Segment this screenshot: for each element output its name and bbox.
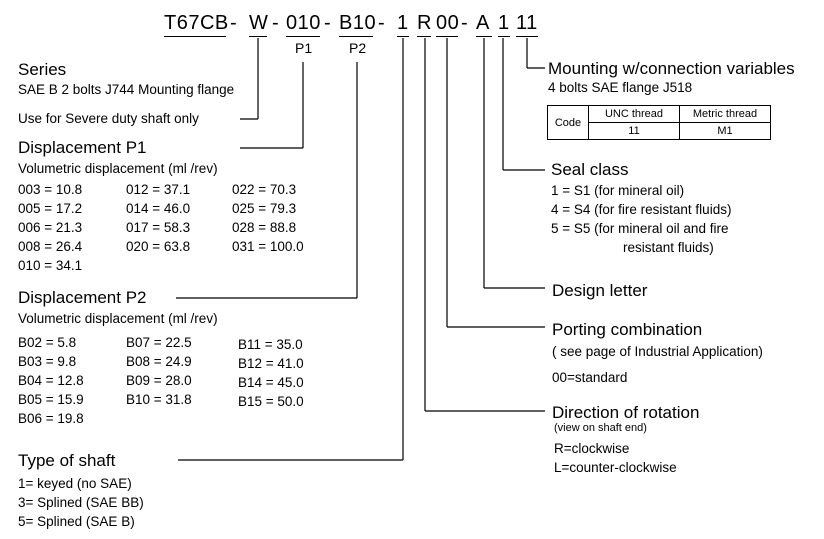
p2-value: B02 = 5.8 bbox=[18, 335, 77, 350]
table-row-label: Code bbox=[547, 105, 589, 140]
p2-subtitle: Volumetric displacement (ml /rev) bbox=[18, 311, 218, 326]
porting-subtitle: ( see page of Industrial Application) bbox=[552, 344, 763, 359]
p1-value: 010 = 34.1 bbox=[18, 258, 83, 273]
code-underline bbox=[397, 36, 409, 37]
code-underline bbox=[516, 36, 538, 37]
code-underline bbox=[286, 36, 320, 37]
p1-value: 017 = 58.3 bbox=[126, 220, 191, 235]
severe-duty-note: Use for Severe duty shaft only bbox=[18, 111, 199, 126]
mounting-subtitle: 4 bolts SAE flange J518 bbox=[548, 80, 693, 95]
code-series: T67CB bbox=[164, 12, 229, 34]
p1-value: 006 = 21.3 bbox=[18, 220, 83, 235]
code-rotation: R bbox=[417, 12, 432, 34]
code-underline bbox=[476, 36, 492, 37]
shaft-title: Type of shaft bbox=[18, 451, 116, 470]
code-design: A bbox=[476, 12, 490, 34]
seal-item: 1 = S1 (for mineral oil) bbox=[551, 183, 685, 198]
code-seal: 1 bbox=[498, 12, 510, 34]
code-underline bbox=[498, 36, 510, 37]
code-underline bbox=[164, 36, 226, 37]
shaft-item: 3= Splined (SAE BB) bbox=[18, 495, 144, 510]
p2-value: B07 = 22.5 bbox=[126, 335, 192, 350]
series-title: Series bbox=[18, 60, 67, 79]
p2-value: B15 = 50.0 bbox=[238, 394, 304, 409]
p2-title: Displacement P2 bbox=[18, 288, 147, 307]
code-dash: - bbox=[230, 12, 238, 34]
p1-subtitle: Volumetric displacement (ml /rev) bbox=[18, 161, 218, 176]
shaft-item: 1= keyed (no SAE) bbox=[18, 476, 132, 491]
p1-value: 014 = 46.0 bbox=[126, 201, 191, 216]
p2-value: B03 = 9.8 bbox=[18, 354, 77, 369]
seal-item: 4 = S4 (for fire resistant fluids) bbox=[551, 202, 732, 217]
code-porting: 00 bbox=[436, 12, 460, 34]
p1-title: Displacement P1 bbox=[18, 138, 147, 157]
code-underline bbox=[436, 36, 458, 37]
code-underline bbox=[417, 36, 431, 37]
code-p2: B10 bbox=[339, 12, 377, 34]
table-cell: M1 bbox=[679, 122, 771, 140]
seal-item: 5 = S5 (for mineral oil and fire bbox=[551, 221, 729, 236]
rotation-item: L=counter-clockwise bbox=[554, 460, 677, 475]
p2-value: B04 = 12.8 bbox=[18, 373, 84, 388]
p2-value: B14 = 45.0 bbox=[238, 375, 304, 390]
p2-value: B12 = 41.0 bbox=[238, 356, 304, 371]
p1-value: 012 = 37.1 bbox=[126, 182, 191, 197]
p2-value: B11 = 35.0 bbox=[238, 337, 303, 352]
p2-value: B06 = 19.8 bbox=[18, 411, 84, 426]
p2-value: B05 = 15.9 bbox=[18, 392, 84, 407]
table-header: Metric thread bbox=[679, 105, 771, 123]
table-cell: 11 bbox=[588, 122, 680, 140]
p2-value: B09 = 28.0 bbox=[126, 373, 192, 388]
p1-value: 025 = 79.3 bbox=[232, 201, 297, 216]
code-dash: - bbox=[461, 12, 469, 34]
rotation-subtitle: (view on shaft end) bbox=[554, 422, 647, 434]
p1-value: 031 = 100.0 bbox=[232, 239, 304, 254]
p1-value: 003 = 10.8 bbox=[18, 182, 83, 197]
seal-title: Seal class bbox=[551, 160, 629, 179]
p1-value: 008 = 26.4 bbox=[18, 239, 83, 254]
mounting-title: Mounting w/connection variables bbox=[548, 59, 795, 78]
code-shaft-duty: W bbox=[249, 12, 269, 34]
p2-value: B08 = 24.9 bbox=[126, 354, 192, 369]
code-p1: 010 bbox=[286, 12, 321, 34]
p2-value: B10 = 31.8 bbox=[126, 392, 192, 407]
rotation-item: R=clockwise bbox=[554, 441, 630, 456]
porting-title: Porting combination bbox=[552, 320, 703, 339]
p2-label: P2 bbox=[349, 40, 367, 56]
p1-label: P1 bbox=[295, 40, 313, 56]
shaft-item: 5= Splined (SAE B) bbox=[18, 514, 135, 529]
design-title: Design letter bbox=[552, 281, 648, 300]
rotation-title: Direction of rotation bbox=[552, 403, 700, 422]
p1-value: 028 = 88.8 bbox=[232, 220, 297, 235]
code-dash: - bbox=[378, 12, 386, 34]
porting-standard: 00=standard bbox=[552, 370, 628, 385]
code-mounting: 11 bbox=[516, 12, 538, 34]
table-header: UNC thread bbox=[588, 105, 680, 123]
p1-value: 022 = 70.3 bbox=[232, 182, 297, 197]
code-underline bbox=[249, 36, 267, 37]
code-shaft-type: 1 bbox=[397, 12, 409, 34]
seal-item: resistant fluids) bbox=[623, 240, 714, 255]
p1-value: 005 = 17.2 bbox=[18, 201, 83, 216]
series-desc: SAE B 2 bolts J744 Mounting flange bbox=[18, 82, 235, 97]
p1-value: 020 = 63.8 bbox=[126, 239, 191, 254]
code-dash: - bbox=[324, 12, 332, 34]
mounting-table: Code UNC thread Metric thread 11 M1 bbox=[547, 105, 771, 140]
code-dash: - bbox=[272, 12, 280, 34]
code-underline bbox=[339, 36, 373, 37]
